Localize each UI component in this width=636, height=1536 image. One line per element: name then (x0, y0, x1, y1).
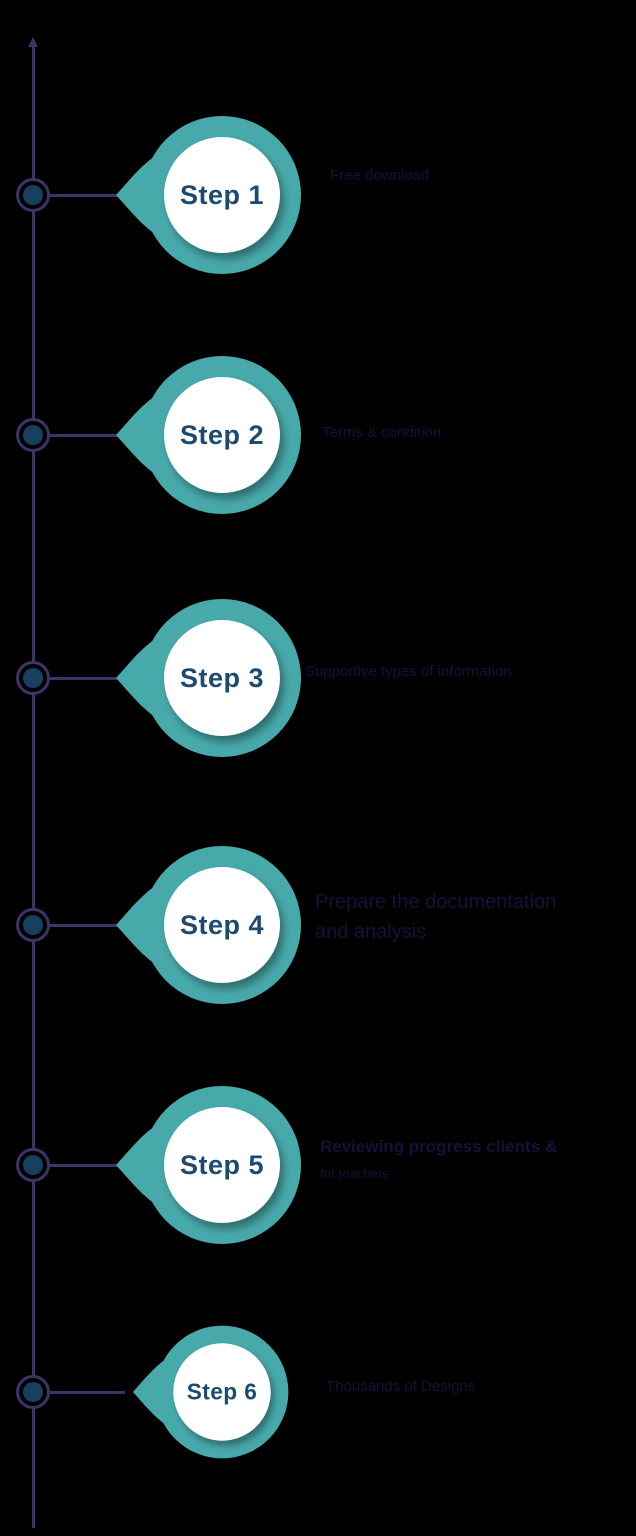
step-badge: Step 5 (112, 1080, 332, 1250)
step-badge-inner: Step 6 (173, 1343, 271, 1441)
timeline-step: Step 2 Terms & condition (0, 350, 636, 520)
step-node-dot (23, 915, 43, 935)
step-description: Prepare the documentation and analysis (315, 887, 556, 947)
timeline-step: Step 3 Supportive types of information (0, 593, 636, 763)
step-node (16, 1148, 50, 1182)
step-description: Terms & condition (322, 424, 442, 441)
timeline-step: Step 6 Thousands of Designs (0, 1307, 636, 1477)
step-description: Free download (330, 167, 430, 184)
step-label: Step 3 (179, 662, 265, 693)
step-description: Supportive types of information (305, 663, 512, 680)
arrow-up-icon (27, 37, 38, 47)
step-node-dot (23, 425, 43, 445)
step-connector (47, 1390, 125, 1394)
step-badge: Step 3 (112, 593, 332, 763)
step-label: Step 6 (186, 1378, 258, 1405)
step-description: Thousands of Designs (326, 1378, 476, 1395)
step-node (16, 1375, 50, 1409)
step-node-dot (23, 185, 43, 205)
step-badge-inner: Step 5 (164, 1107, 280, 1223)
step-node-dot (23, 668, 43, 688)
step-badge: Step 6 (130, 1321, 315, 1464)
timeline-line (31, 46, 35, 1528)
step-label: Step 1 (179, 179, 265, 210)
step-label: Step 2 (179, 419, 265, 450)
step-badge-inner: Step 3 (164, 620, 280, 736)
step-description-line1: Prepare the documentation (315, 891, 557, 913)
step-connector (47, 433, 125, 437)
step-badge-inner: Step 1 (164, 137, 280, 253)
timeline-step: Step 4 Prepare the documentation and anal… (0, 840, 636, 1010)
step-connector (47, 923, 125, 927)
step-label: Step 4 (179, 909, 265, 940)
step-node (16, 661, 50, 695)
step-connector (47, 676, 125, 680)
step-node (16, 178, 50, 212)
step-badge: Step 4 (112, 840, 332, 1010)
timeline-step: Step 5 Reviewing progress clients & for … (0, 1080, 636, 1250)
step-badge: Step 2 (112, 350, 332, 520)
step-label: Step 5 (179, 1149, 265, 1180)
step-node (16, 418, 50, 452)
step-badge-inner: Step 4 (164, 867, 280, 983)
step-connector (47, 1163, 125, 1167)
step-node-dot (23, 1155, 43, 1175)
timeline-step: Step 1 Free download (0, 110, 636, 280)
step-node-dot (23, 1382, 43, 1402)
step-connector (47, 193, 125, 197)
step-badge-inner: Step 2 (164, 377, 280, 493)
step-badge: Step 1 (112, 110, 332, 280)
step-description-line2: for teachers (320, 1166, 389, 1181)
step-description-line1: Reviewing progress clients & (320, 1137, 558, 1156)
step-description-line2: and analysis (315, 921, 427, 943)
step-node (16, 908, 50, 942)
